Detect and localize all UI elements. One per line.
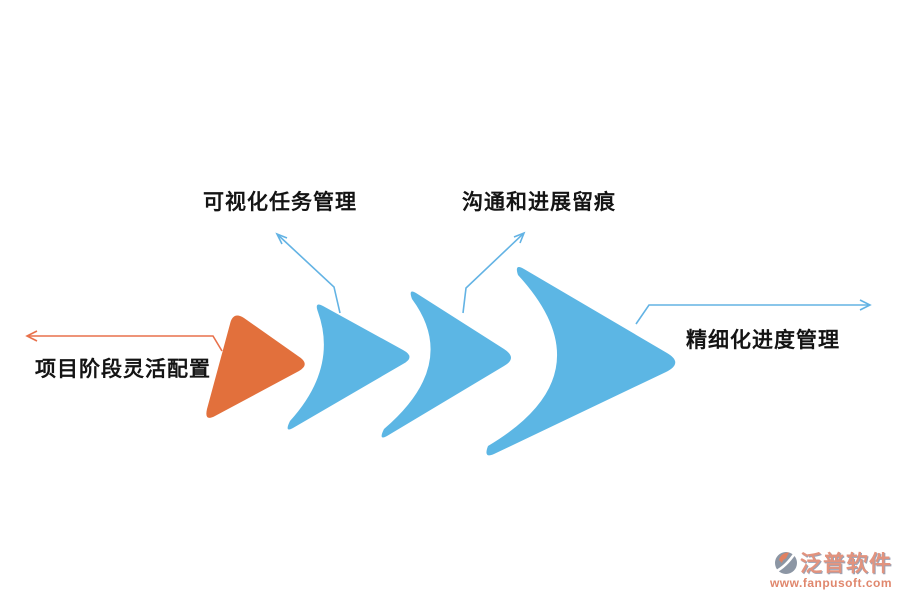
step-1-triangle-shape xyxy=(206,315,305,418)
step-1-arrowhead xyxy=(25,330,38,342)
step-2-leader-line xyxy=(275,232,341,314)
step-3-leader-line xyxy=(462,231,526,314)
step-3-label: 沟通和进展留痕 xyxy=(462,191,616,214)
step-4-leader-line xyxy=(635,299,872,325)
fanpu-logo-icon xyxy=(774,551,797,574)
step-1-label: 项目阶段灵活配置 xyxy=(35,358,211,381)
watermark: 泛普软件 www.fanpusoft.com xyxy=(760,546,892,590)
watermark-url-text: www.fanpusoft.com xyxy=(769,576,892,590)
step-3-chevron-shape xyxy=(381,291,511,438)
watermark-brand-text: 泛普软件 xyxy=(799,551,892,576)
step-4-arrowhead xyxy=(859,299,872,311)
step-1-leader-line xyxy=(25,330,223,352)
step-3-arrowhead xyxy=(513,231,526,244)
step-2-label: 可视化任务管理 xyxy=(203,191,357,214)
step-4-label: 精细化进度管理 xyxy=(686,329,840,352)
step-4-chevron-shape xyxy=(486,267,676,456)
step-2-chevron-shape xyxy=(287,304,410,430)
step-2-arrowhead xyxy=(275,232,288,245)
